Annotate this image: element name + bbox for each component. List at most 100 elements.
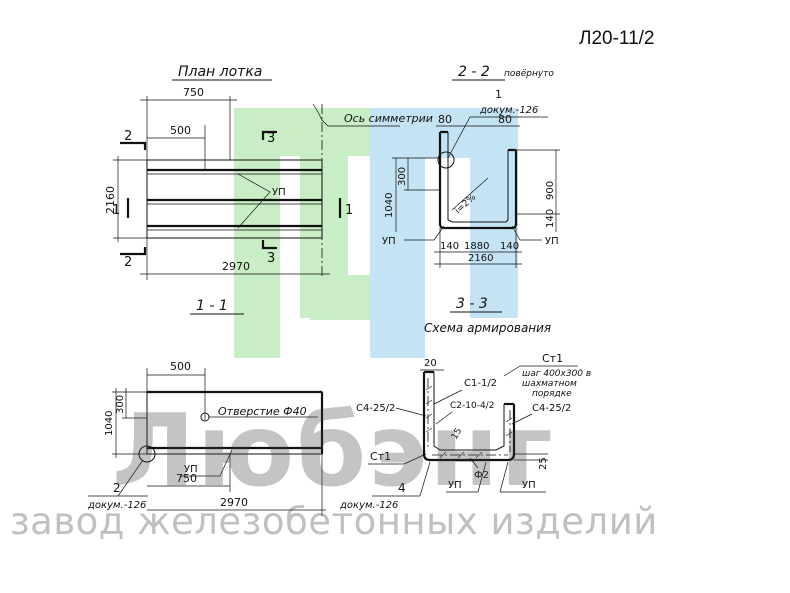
rebar-u-outer	[422, 372, 516, 462]
section-mark-3-bottom	[261, 240, 277, 250]
dim-total: 2160	[468, 253, 493, 264]
callout-2-number: 2	[113, 481, 121, 495]
callout-2-doc: докум.-126	[87, 500, 146, 511]
label-up-right: УП	[522, 480, 536, 491]
u-profile-outer	[438, 132, 518, 230]
section-22-note: повёрнуто	[504, 69, 554, 79]
hatch	[505, 417, 513, 423]
c1-leader	[433, 389, 463, 405]
section-11-title: 1 - 1	[196, 298, 228, 314]
u-profile-inner	[447, 132, 509, 223]
ct1-left-leader	[403, 453, 427, 465]
hatch	[425, 385, 433, 391]
drawing-code: Л20-11/2	[579, 28, 655, 49]
logo-green-bar-foot	[310, 275, 370, 320]
section-mark-2-top	[120, 141, 147, 150]
section-2-bottom: 2	[124, 255, 132, 270]
label-up-bottom: УП	[448, 480, 462, 491]
dim-750: 750	[183, 86, 204, 99]
callout-4-number: 4	[398, 481, 406, 495]
plan-up-label: УП	[272, 187, 286, 198]
hatch	[475, 451, 483, 459]
section-2-top: 2	[124, 129, 132, 144]
dim-500-b: 500	[170, 360, 191, 373]
dim-500: 500	[170, 124, 191, 137]
up-bottom-leader	[477, 461, 487, 493]
up-right-leader-b	[499, 461, 509, 493]
callout-1-doc: докум.-126	[479, 105, 538, 116]
hatch	[425, 399, 433, 405]
callout-4-leader	[419, 461, 431, 497]
hatch	[425, 413, 433, 419]
section-mark-3-top	[261, 130, 277, 140]
dim-right-wall: 80	[498, 113, 512, 126]
callout-2-leader	[117, 459, 144, 497]
watermark-brand: Любэнг	[112, 392, 555, 509]
label-c1: С1-1/2	[464, 378, 497, 389]
section-1-left: 1	[112, 203, 120, 218]
note-line-2: шахматном	[522, 379, 577, 389]
callout-4-doc: докум.-126	[339, 500, 398, 511]
up-right-leader	[511, 225, 521, 241]
section-3-top: 3	[267, 131, 275, 146]
hatch	[457, 451, 465, 459]
callout-1-number: 1	[495, 88, 502, 101]
section-33-subtitle: Схема армирования	[424, 321, 551, 335]
rebar-hatching	[425, 385, 513, 459]
callout-1-circle	[437, 151, 455, 169]
f2-leader	[469, 457, 479, 469]
label-c4-left: С4-25/2	[356, 403, 395, 414]
dim-h-right: 900	[545, 181, 556, 200]
plan-title: План лотка	[178, 64, 262, 80]
dim-h-left-total: 1040	[384, 193, 395, 218]
up-right: УП	[545, 236, 559, 247]
hatch	[439, 451, 447, 459]
dim-h-right-bottom: 140	[545, 209, 556, 228]
hole-label: Отверстие Ф40	[218, 405, 307, 418]
section-33-title: 3 - 3	[456, 296, 488, 312]
dim-1040-b: 1040	[104, 411, 115, 436]
dim-750-b: 750	[176, 472, 197, 485]
axis-leader	[312, 103, 400, 127]
ct1-top-leader	[503, 365, 521, 377]
section-3-3: 3 - 3 Схема армирования 20 Ст1 шаг 400х3…	[339, 296, 591, 511]
dim-15: 15	[450, 427, 464, 442]
dim-h-left-top: 300	[397, 167, 408, 186]
dim-bottom-mid: 1880	[464, 241, 489, 252]
dim-2160: 2160	[104, 186, 117, 214]
slope-line	[451, 177, 489, 211]
label-ct1-top: Ст1	[542, 352, 563, 365]
plan-leader	[237, 173, 271, 229]
label-c4-right: С4-25/2	[532, 403, 571, 414]
dim-300-b: 300	[115, 395, 126, 414]
note-line-3: порядке	[532, 389, 572, 399]
rebar-u-inner	[433, 372, 505, 451]
dim-bottom-left: 140	[440, 241, 459, 252]
section-22-title: 2 - 2	[458, 64, 490, 80]
c4-right-leader	[511, 413, 533, 425]
section-mark-2-bottom	[120, 247, 147, 256]
hatch	[505, 431, 513, 437]
plan-view: План лотка 750 500 УП Ось симметрии 2160	[104, 64, 433, 280]
watermark-subtitle: завод железобетонных изделий	[10, 500, 658, 543]
c4-left-leader	[395, 407, 427, 417]
logo-blue-bar-left	[370, 108, 425, 358]
callout-1-leader	[447, 116, 471, 159]
dim-25: 25	[538, 457, 549, 470]
up-label-b: УП	[184, 464, 198, 475]
logo-blue-bar-right	[470, 108, 518, 318]
dim-2970-b: 2970	[220, 496, 248, 509]
note-line-1: шаг 400х300 в	[522, 369, 591, 379]
label-f2: Ф2	[474, 470, 489, 481]
dim-left-wall: 80	[438, 113, 452, 126]
dim-20: 20	[424, 358, 437, 369]
callout-2-circle	[138, 445, 156, 463]
dim-2970: 2970	[222, 260, 250, 273]
up-left-leader	[433, 225, 445, 241]
dim-bottom-right: 140	[500, 241, 519, 252]
section-1-right: 1	[345, 203, 353, 218]
label-c2: С2-10-4/2	[450, 401, 494, 411]
hatch	[425, 427, 433, 433]
axis-label: Ось симметрии	[344, 112, 433, 125]
